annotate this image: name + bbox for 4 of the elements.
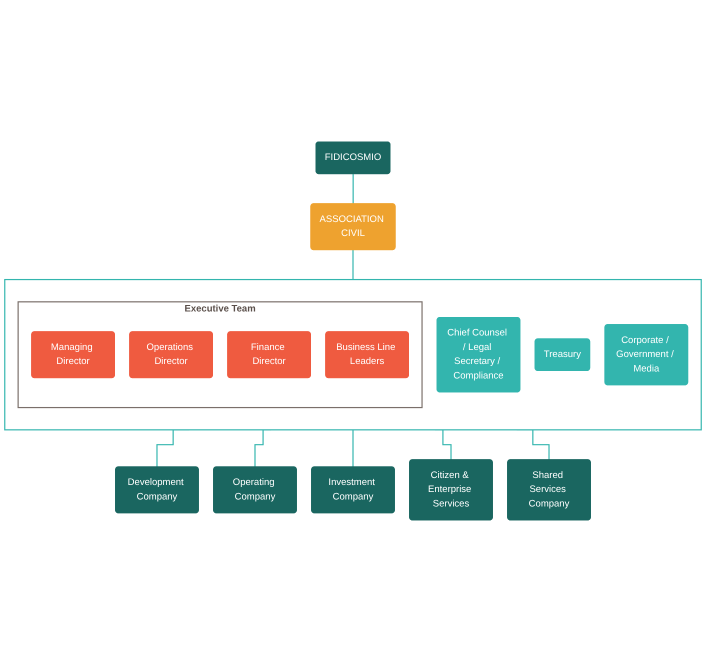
connector — [352, 174, 354, 204]
connector — [352, 429, 354, 468]
connector — [352, 249, 354, 280]
cluster — [4, 279, 702, 430]
